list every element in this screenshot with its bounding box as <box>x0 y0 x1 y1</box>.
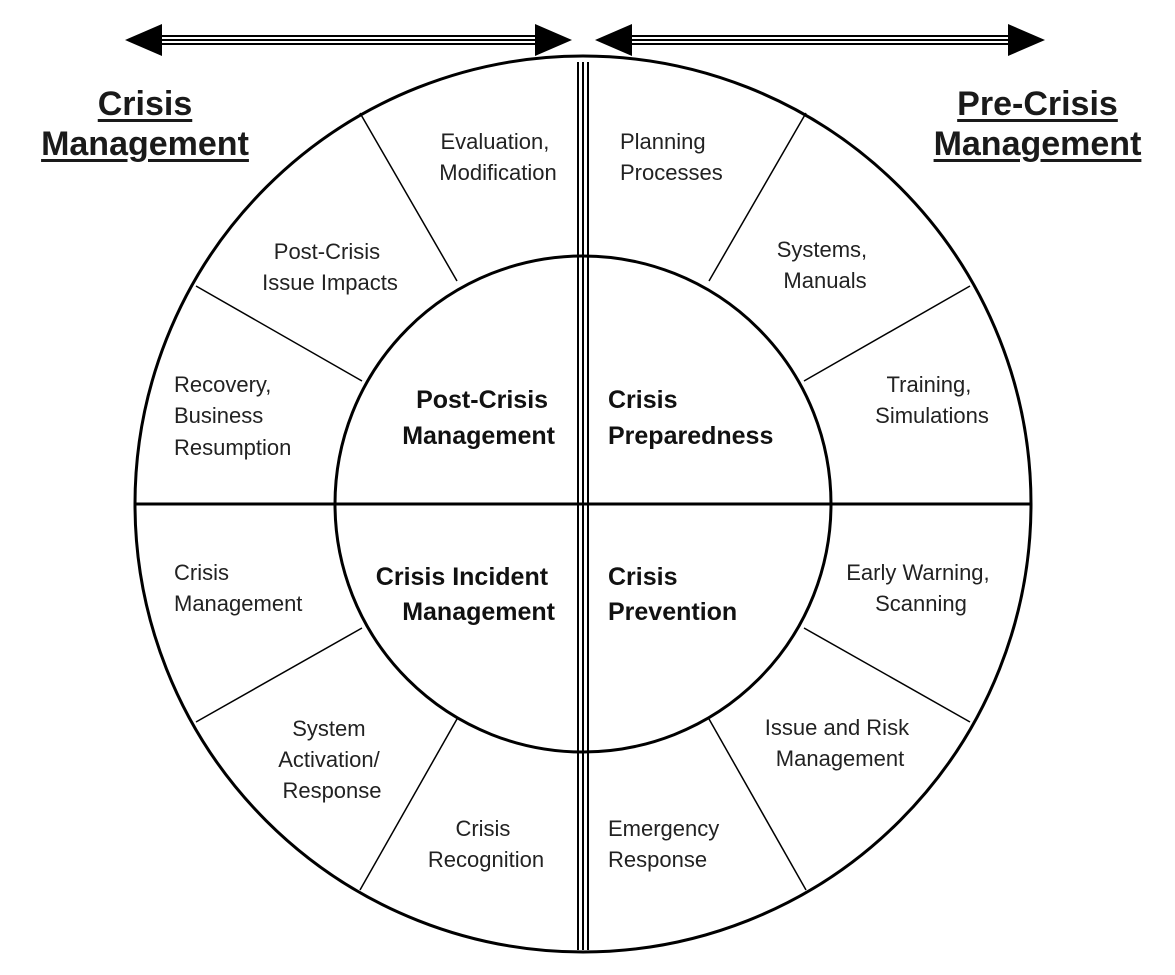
segment-systems-manuals: Systems, Manuals <box>777 237 874 293</box>
segment-spokes <box>195 112 971 891</box>
heading-line: Management <box>41 125 249 163</box>
core-crisis-prevention: Crisis Prevention <box>608 563 737 626</box>
segment-crisis-management: Crisis Management <box>174 560 302 616</box>
segment-evaluation-modification: Evaluation, Modification <box>439 129 556 185</box>
pre-crisis-management-heading: Pre-Crisis Management <box>920 84 1155 164</box>
heading-line: Management <box>933 125 1142 163</box>
left-double-arrow <box>125 24 572 56</box>
segment-emergency-response: Emergency Response <box>608 816 725 872</box>
segment-early-warning-scanning: Early Warning, Scanning <box>846 560 996 616</box>
right-double-arrow <box>595 24 1045 56</box>
segment-recovery-business-resumption: Recovery, Business Resumption <box>174 372 291 460</box>
segment-system-activation-response: System Activation/ Response <box>278 716 386 803</box>
crisis-management-heading: Crisis Management <box>30 84 260 164</box>
core-crisis-preparedness: Crisis Preparedness <box>608 386 773 450</box>
segment-crisis-recognition: Crisis Recognition <box>428 816 544 872</box>
core-post-crisis-management: Post-Crisis Management <box>402 386 555 450</box>
segment-post-crisis-issue-impacts: Post-Crisis Issue Impacts <box>262 239 398 295</box>
segment-issue-risk-management: Issue and Risk Management <box>765 715 915 771</box>
core-crisis-incident-management: Crisis Incident Management <box>376 563 556 626</box>
segment-training-simulations: Training, Simulations <box>875 372 989 428</box>
segment-planning-processes: Planning Processes <box>620 129 723 185</box>
vertical-divider <box>577 62 589 950</box>
heading-line: Crisis <box>97 85 193 123</box>
heading-line: Pre-Crisis <box>957 85 1118 123</box>
